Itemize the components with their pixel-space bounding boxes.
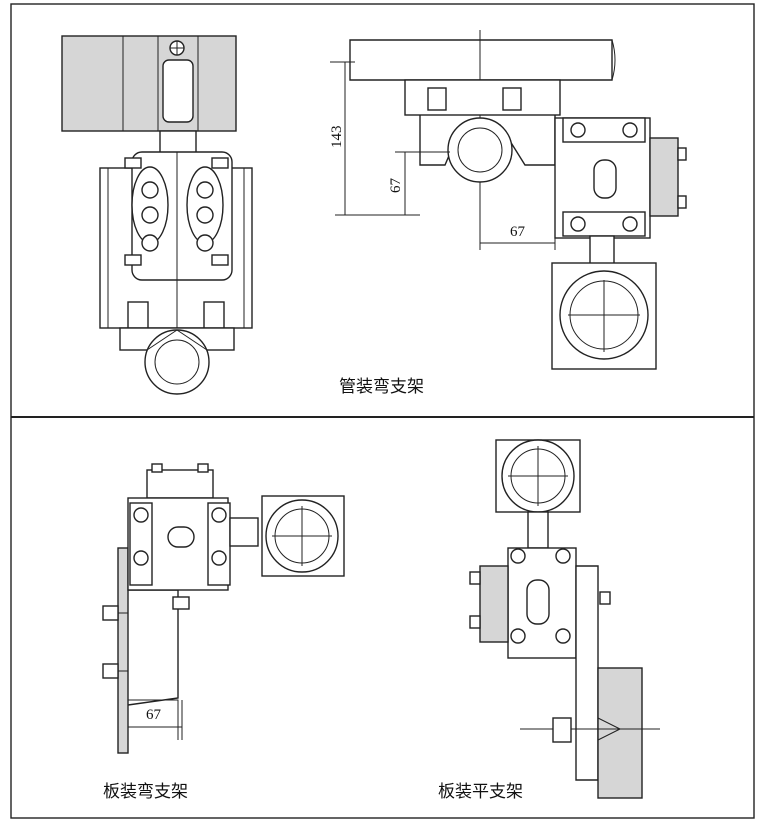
plate-bend-bracket-drawing: 67 — [102, 463, 345, 754]
front-view-pipe-mount — [61, 35, 253, 395]
outer-border — [10, 3, 755, 819]
caption-plate-bend-bracket: 板装弯支架 — [103, 782, 188, 802]
dim-67-horizontal-label: 67 — [510, 224, 526, 240]
dim-67-vertical-label: 67 — [388, 178, 404, 194]
caption-pipe-bend-bracket: 管装弯支架 — [339, 377, 424, 397]
caption-plate-flat-bracket: 板装平支架 — [438, 782, 523, 802]
side-view-pipe-bend-bracket: 143 67 67 — [329, 30, 687, 370]
plate-flat-bracket-drawing — [469, 439, 660, 799]
dim-143-label: 143 — [329, 126, 345, 149]
dim-67-label: 67 — [146, 707, 162, 723]
